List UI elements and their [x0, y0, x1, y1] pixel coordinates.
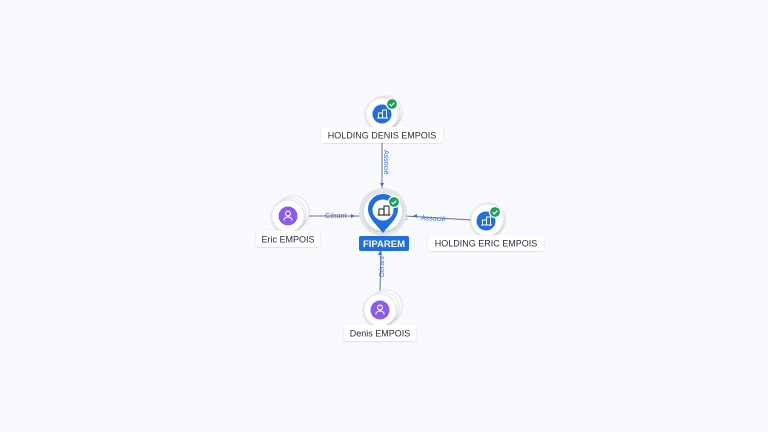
edge-arrow-icon: [378, 251, 382, 255]
building-icon: [481, 216, 492, 226]
check-badge-icon: [488, 205, 502, 219]
person-icon: [375, 304, 385, 315]
edge-arrow-icon: [351, 214, 355, 218]
center-label: FIPAREM: [363, 239, 405, 250]
edge-label: Gérant: [325, 213, 346, 220]
node-eric-empois[interactable]: Eric EMPOIS: [256, 195, 320, 247]
edge-denis-fiparem: Gérant: [378, 249, 386, 293]
check-badge-icon: [387, 195, 401, 209]
building-icon: [377, 205, 391, 216]
edge-label: Associé: [382, 150, 389, 175]
edge-label: Associé: [421, 215, 446, 223]
node-label: Eric EMPOIS: [261, 235, 314, 245]
edge-holding-denis-fiparem: Associé: [380, 142, 389, 190]
edge-label: Gérant: [379, 256, 386, 277]
node-label-box: [344, 325, 416, 341]
node-label: Denis EMPOIS: [350, 329, 411, 339]
edge-eric-fiparem: Gérant: [306, 213, 360, 220]
edge-holding-eric-fiparem: Associé: [404, 214, 473, 223]
check-badge-icon: [385, 97, 399, 111]
node-denis-empois[interactable]: Denis EMPOIS: [344, 289, 416, 341]
edge-arrow-icon: [380, 183, 384, 187]
center-node-fiparem[interactable]: FIPAREM: [359, 188, 409, 251]
center-label-badge: [359, 236, 409, 251]
node-label: HOLDING DENIS EMPOIS: [328, 131, 437, 141]
building-icon: [377, 109, 388, 119]
edge-arrow-icon: [413, 214, 417, 218]
person-icon: [283, 210, 293, 221]
node-label-box: [256, 231, 320, 247]
node-holding-eric-empois[interactable]: HOLDING ERIC EMPOIS: [428, 202, 544, 251]
node-label-box: [321, 127, 443, 143]
node-label: HOLDING ERIC EMPOIS: [435, 239, 538, 249]
node-label-box: [428, 235, 544, 251]
node-holding-denis-empois[interactable]: HOLDING DENIS EMPOIS: [321, 95, 443, 143]
